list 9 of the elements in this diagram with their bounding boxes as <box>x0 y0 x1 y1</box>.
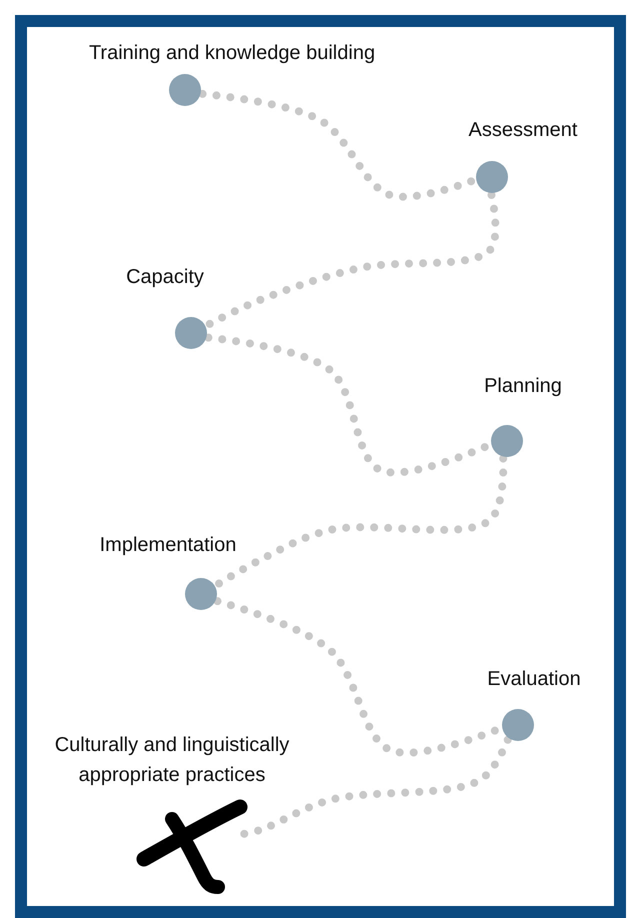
node-label: Planning <box>484 374 562 399</box>
node-label: Capacity <box>126 265 204 290</box>
node-label: Implementation <box>100 533 236 558</box>
node-label: Evaluation <box>487 667 581 692</box>
node-label: Culturally and linguistically appropriate practices <box>54 733 290 788</box>
node-label: Assessment <box>468 118 578 143</box>
dotted-connector <box>203 191 500 330</box>
node-label: Training and knowledge building <box>88 41 376 66</box>
dotted-connector <box>212 454 508 590</box>
